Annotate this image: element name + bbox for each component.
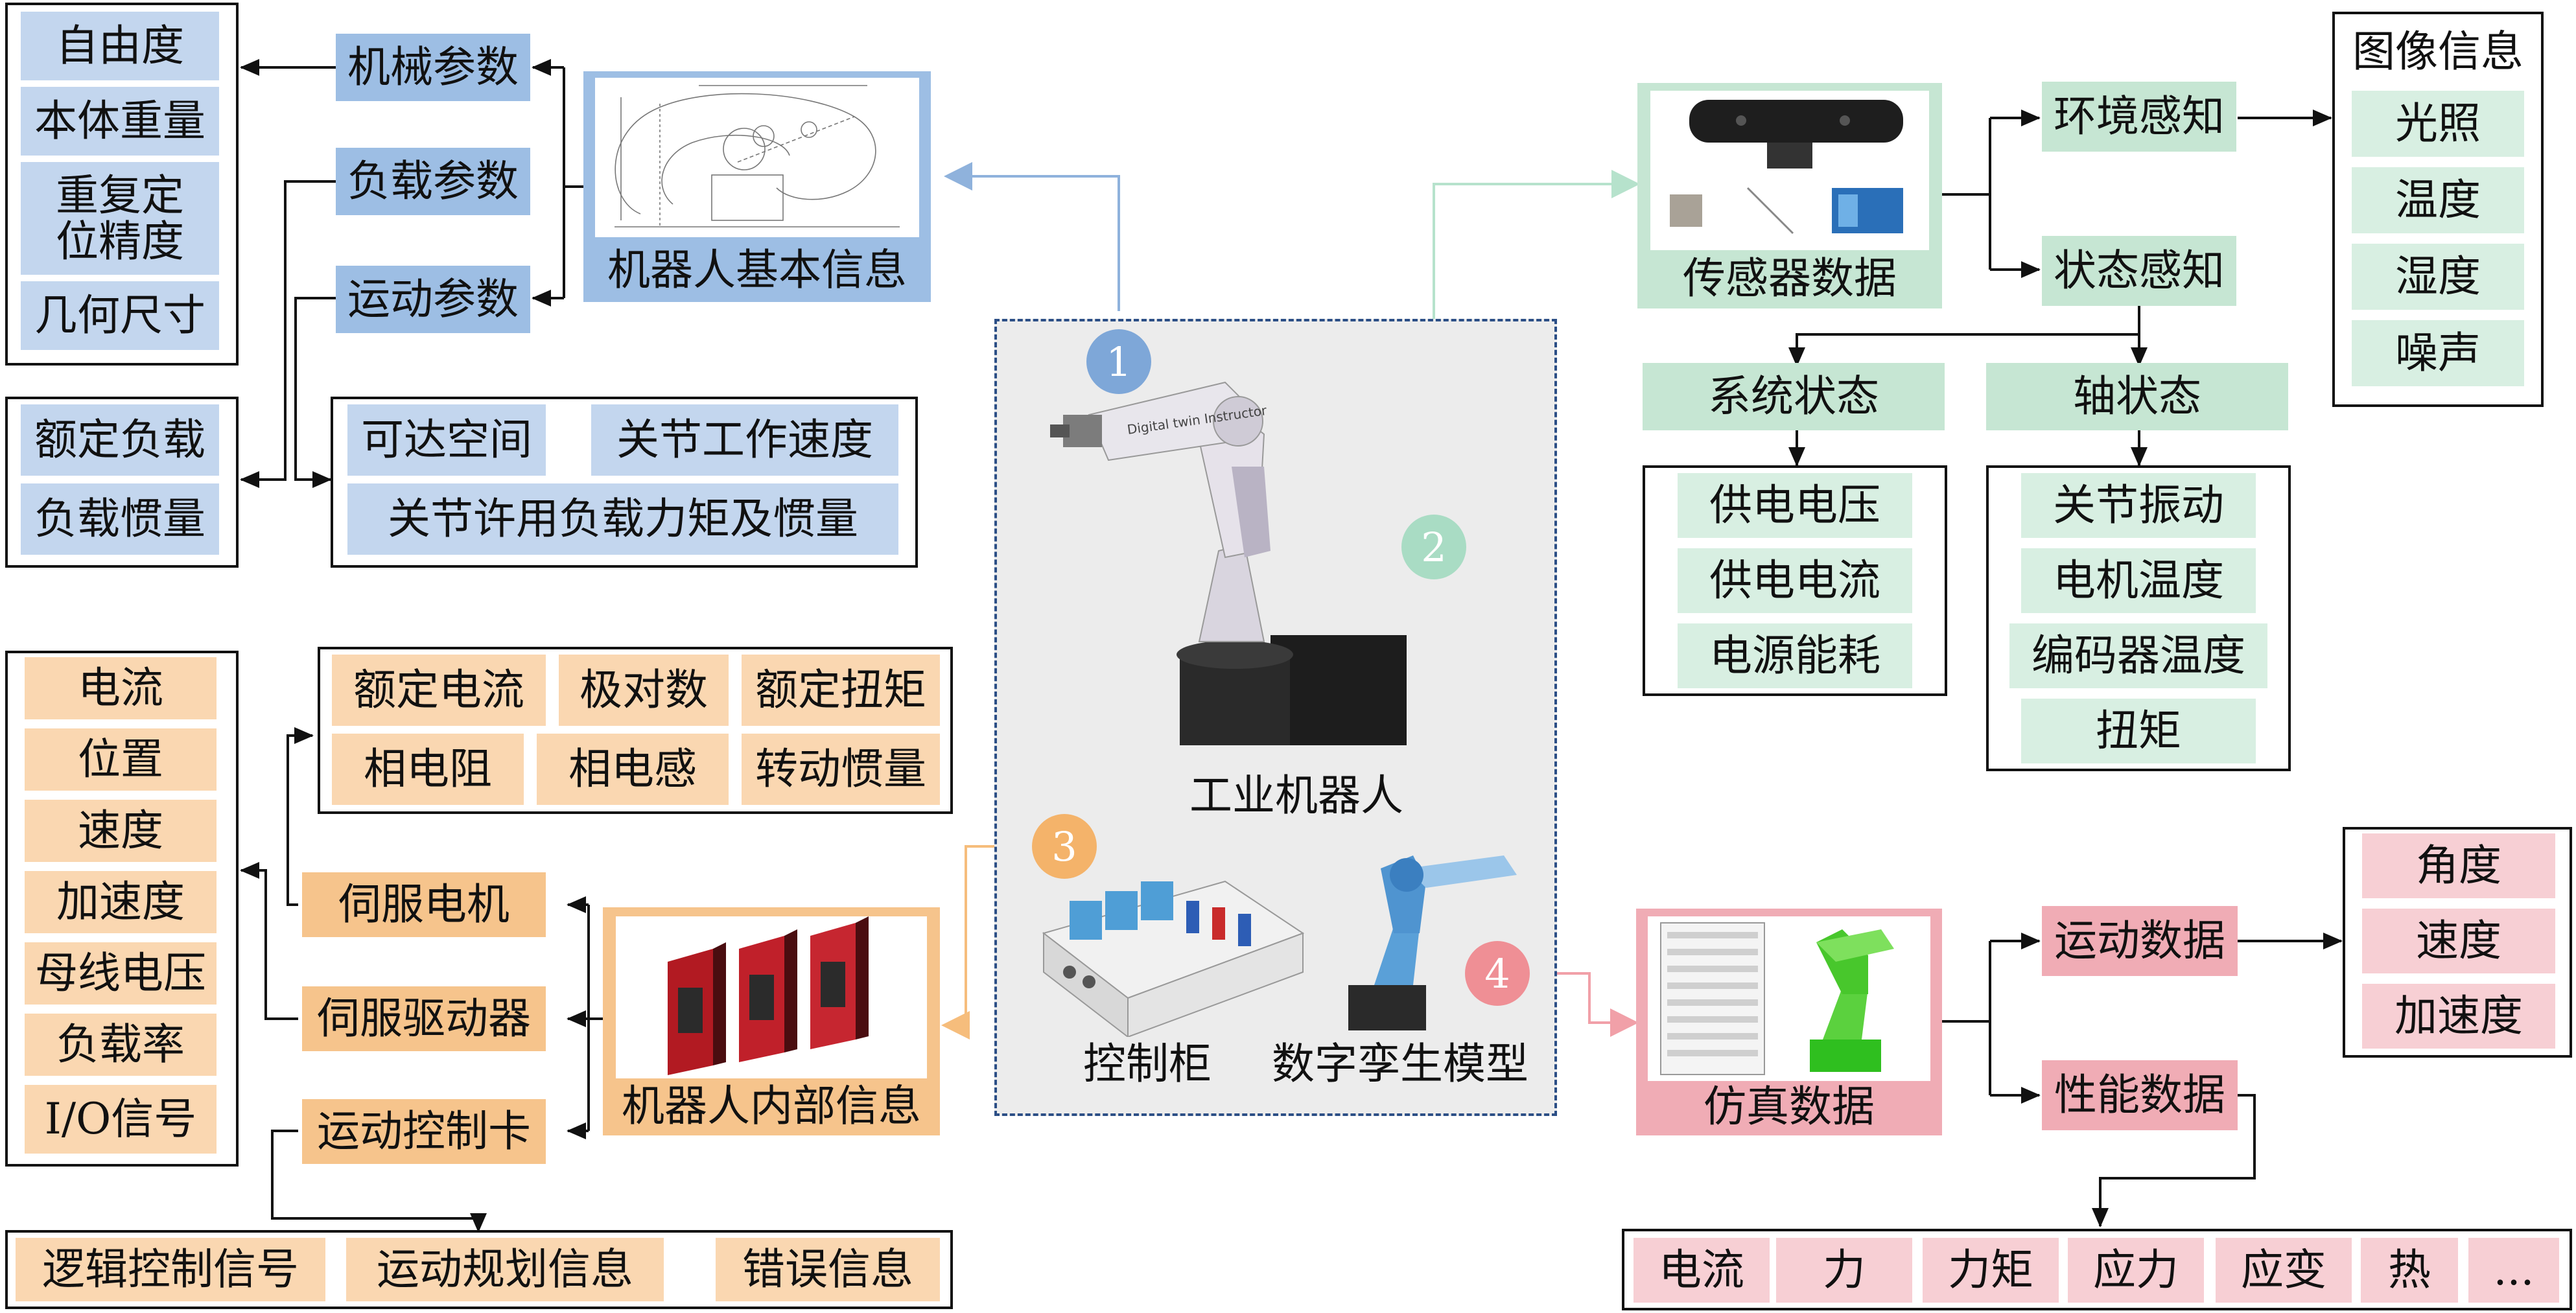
system-state: 系统状态: [1643, 363, 1945, 430]
current-item: 电流: [25, 657, 217, 719]
perf-heat-item: 热: [2361, 1238, 2458, 1303]
rated-payload-item: 额定负载: [21, 404, 219, 476]
torque-item: 扭矩: [2021, 699, 2256, 763]
perf-force-item: 力: [1776, 1238, 1912, 1303]
dof-item: 自由度: [21, 12, 219, 80]
control-cabinet-image: [1031, 842, 1316, 1039]
axis-state: 轴状态: [1986, 363, 2288, 430]
simulation-image: [1648, 916, 1930, 1081]
robot-basic-info-caption: 机器人基本信息: [607, 245, 907, 295]
servo-driver: 伺服驱动器: [302, 986, 546, 1051]
repeatability-item: 重复定位精度: [21, 162, 219, 275]
badge-3: 3: [1032, 814, 1097, 879]
cabinet-icon: [1042, 880, 1305, 1039]
bus-voltage-item: 母线电压: [25, 942, 217, 1005]
speed-item: 速度: [2362, 909, 2555, 973]
sensor-image: [1650, 91, 1929, 250]
workspace-drawing-icon: [615, 85, 900, 227]
motion-planning-item: 运动规划信息: [346, 1238, 664, 1301]
reach-space-item: 可达空间: [347, 404, 546, 476]
phase-resistance-item: 相电阻: [332, 734, 524, 805]
logic-signal-item: 逻辑控制信号: [16, 1238, 325, 1301]
rated-torque-item: 额定扭矩: [742, 655, 940, 726]
digital-twin-robot-icon: [1348, 855, 1517, 1030]
perf-more-item: ...: [2468, 1238, 2559, 1303]
perf-strain-item: 应变: [2216, 1238, 2352, 1303]
robot-internal-info-caption: 机器人内部信息: [622, 1081, 921, 1131]
payload-params: 负载参数: [336, 148, 530, 215]
position-item: 位置: [25, 728, 217, 791]
perf-moment-item: 力矩: [1923, 1238, 2059, 1303]
lighting-item: 光照: [2352, 91, 2524, 157]
digital-twin-image: [1335, 842, 1530, 1037]
temperature-item: 温度: [2352, 167, 2524, 233]
workspace-drawing: [595, 78, 919, 237]
supply-current-item: 供电电流: [1678, 548, 1912, 613]
env-perception: 环境感知: [2042, 82, 2236, 152]
geometry-item: 几何尺寸: [21, 281, 219, 350]
load-rate-item: 负载率: [25, 1014, 217, 1076]
simulation-icon: [1660, 922, 1894, 1075]
camera-sensor-icon: [1670, 100, 1903, 235]
error-info-item: 错误信息: [716, 1238, 940, 1301]
image-info-title: 图像信息: [2352, 27, 2523, 76]
io-signal-item: I/O信号: [25, 1085, 217, 1154]
servo-drive-icon: [668, 916, 869, 1075]
joint-torque-item: 关节许用负载力矩及惯量: [347, 483, 898, 555]
badge-2: 2: [1401, 515, 1466, 579]
encoder-temperature-item: 编码器温度: [2009, 623, 2267, 688]
motor-temperature-item: 电机温度: [2021, 548, 2256, 613]
industrial-robot-image: Digital twin Instructor: [1050, 337, 1491, 752]
power-consumption-item: 电源能耗: [1678, 623, 1912, 688]
joint-speed-item: 关节工作速度: [591, 404, 898, 476]
acceleration-item: 加速度: [25, 871, 217, 933]
industrial-robot-label: 工业机器人: [1189, 771, 1403, 820]
joint-vibration-item: 关节振动: [2021, 473, 2256, 538]
accel-item: 加速度: [2362, 984, 2555, 1049]
supply-voltage-item: 供电电压: [1678, 473, 1912, 538]
sensor-data-caption: 传感器数据: [1683, 253, 1897, 303]
motion-params: 运动参数: [336, 266, 530, 333]
humidity-item: 湿度: [2352, 244, 2524, 310]
servo-drive-image: [616, 916, 927, 1078]
control-cabinet-label: 控制柜: [1083, 1039, 1212, 1089]
badge-1: 1: [1086, 329, 1151, 394]
payload-inertia-item: 负载惯量: [21, 483, 219, 555]
motion-control-card: 运动控制卡: [302, 1099, 546, 1164]
velocity-item: 速度: [25, 800, 217, 862]
perf-stress-item: 应力: [2068, 1238, 2204, 1303]
rotor-inertia-item: 转动惯量: [742, 734, 940, 805]
body-weight-item: 本体重量: [21, 87, 219, 156]
badge-4: 4: [1465, 941, 1530, 1006]
performance-data: 性能数据: [2042, 1060, 2238, 1130]
noise-item: 噪声: [2352, 320, 2524, 386]
rated-current-item: 额定电流: [332, 655, 546, 726]
pole-pairs-item: 极对数: [559, 655, 729, 726]
robot-arm-icon: Digital twin Instructor: [1050, 381, 1407, 745]
mechanical-params: 机械参数: [336, 34, 530, 101]
servo-motor: 伺服电机: [302, 872, 546, 937]
motion-data: 运动数据: [2042, 906, 2238, 976]
perf-current-item: 电流: [1633, 1238, 1770, 1303]
angle-item: 角度: [2362, 833, 2555, 898]
state-perception: 状态感知: [2042, 236, 2236, 306]
simulation-data-caption: 仿真数据: [1704, 1082, 1875, 1132]
phase-inductance-item: 相电感: [537, 734, 729, 805]
digital-twin-label: 数字孪生模型: [1272, 1039, 1528, 1089]
